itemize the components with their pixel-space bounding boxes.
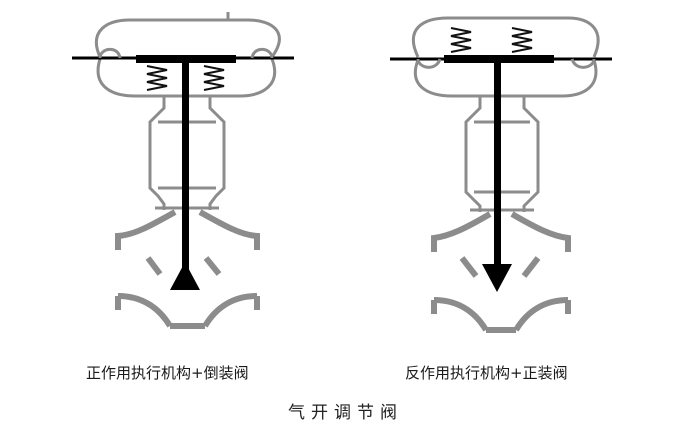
- caption-right-valve: 反作用执行机构+正装阀: [405, 364, 568, 382]
- diagram-title: 气开调节阀: [288, 403, 403, 423]
- stem-right: [482, 59, 512, 292]
- valve-left: [72, 12, 294, 329]
- spring-right-1: [450, 27, 472, 53]
- actuator-housing-right: [411, 16, 600, 98]
- valve-body-right: [431, 211, 571, 333]
- spring-left-2: [203, 65, 225, 91]
- stem-left: [170, 58, 200, 290]
- valve-right: [390, 16, 612, 333]
- yoke-right: [464, 96, 540, 212]
- spring-left-1: [146, 65, 168, 91]
- valve-body-left: [115, 209, 260, 329]
- caption-left-valve: 正作用执行机构+倒装阀: [86, 364, 249, 382]
- spring-right-2: [511, 27, 533, 53]
